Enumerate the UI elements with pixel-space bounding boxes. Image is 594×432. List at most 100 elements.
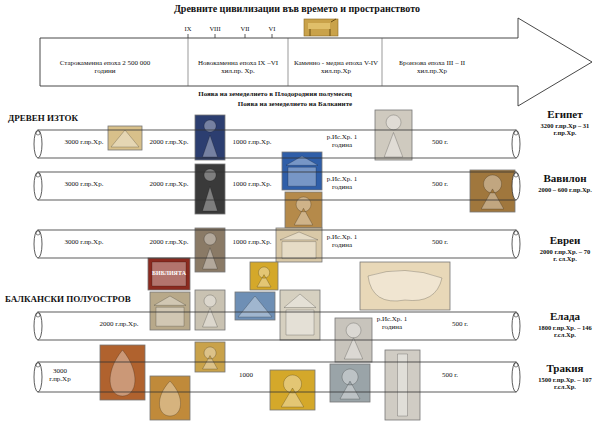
scroll-roll bbox=[34, 362, 42, 392]
photo-frame bbox=[235, 292, 275, 320]
year-label: 2000 г.пр.Хр. bbox=[145, 239, 193, 247]
photo-detail bbox=[398, 354, 408, 416]
year-label: 1000 bbox=[230, 372, 262, 380]
photo-frame bbox=[276, 228, 322, 262]
era-text: Бронзова епоха III – II хил.пр.Хр bbox=[386, 60, 478, 75]
photo-detail bbox=[340, 369, 360, 399]
photo bbox=[360, 262, 450, 310]
photo bbox=[330, 364, 370, 402]
scroll-curl bbox=[36, 231, 40, 235]
photo bbox=[235, 292, 275, 320]
photo bbox=[195, 228, 225, 272]
year-label: 500 г. bbox=[420, 181, 460, 189]
scroll-roll bbox=[34, 130, 42, 158]
year-label: 3000 г.пр.Хр. bbox=[60, 239, 108, 247]
timeline-scroll: 3000 г.пр.Хр.2000 г.пр.Хр.1000 г.пр.Хр.р… bbox=[30, 172, 592, 200]
photo-frame bbox=[150, 292, 190, 330]
timeline-scroll: 3000 г.пр.Хр1000500 г.Тракия1500 г.пр.Хр… bbox=[30, 362, 592, 392]
photo bbox=[276, 228, 322, 262]
book-title: БИБЛИЯТА bbox=[148, 270, 190, 277]
year-label: 2000 г.пр.Хр. bbox=[145, 181, 193, 189]
year-label: р.Ис.Хр. 1 година bbox=[325, 134, 359, 149]
photo-frame bbox=[250, 262, 278, 290]
civilization-name: Евреи bbox=[538, 234, 592, 246]
timeline-scroll: 3000 г.пр.Хр.2000 г.пр.Хр.1000 г.пр.Хр.р… bbox=[30, 230, 592, 258]
scroll-body bbox=[38, 130, 516, 158]
photo bbox=[195, 290, 225, 330]
civilization-dates: 1800 г.пр.Хр. – 146 г.сл.Хр. bbox=[538, 324, 592, 338]
civilization-dates: 2000 г.пр.Хр. – 70 г. сл.Хр. bbox=[538, 248, 592, 262]
photo bbox=[150, 292, 190, 330]
scroll-outline bbox=[30, 362, 592, 392]
photo-detail bbox=[203, 169, 218, 211]
photo bbox=[280, 290, 320, 340]
year-label: 500 г. bbox=[430, 372, 470, 380]
year-label: 500 г. bbox=[440, 321, 480, 329]
photo-frame bbox=[285, 192, 322, 228]
era-divider bbox=[382, 38, 383, 86]
photo-detail bbox=[368, 270, 442, 301]
era-text: Новокаменна епоха IX –VI хил.пр. Хр. bbox=[192, 60, 284, 75]
photo bbox=[195, 164, 225, 214]
scroll-roll bbox=[512, 172, 520, 200]
year-label: 2000 г.пр.Хр. bbox=[95, 321, 143, 329]
scroll-outline bbox=[30, 230, 592, 258]
photo bbox=[195, 342, 225, 372]
photo-detail bbox=[110, 350, 135, 396]
scroll-curl bbox=[514, 173, 518, 177]
civilization-dates: 3200 г.пр.Хр – 31 г.пр.Хр. bbox=[538, 122, 592, 136]
scroll-curl bbox=[514, 231, 518, 235]
scroll-roll bbox=[34, 172, 42, 200]
scroll-outline bbox=[30, 172, 592, 200]
photo-detail bbox=[481, 175, 504, 209]
photo-frame bbox=[375, 110, 412, 160]
civilization-name: Вавилон bbox=[538, 172, 592, 184]
photo-frame bbox=[360, 262, 450, 310]
photo bbox=[385, 350, 420, 420]
photo-frame bbox=[148, 258, 190, 290]
scroll-curl bbox=[36, 363, 40, 367]
arrow-shape bbox=[40, 18, 592, 106]
photo-frame bbox=[195, 115, 225, 160]
title: Древните цивилизации във времето и прост… bbox=[0, 3, 594, 14]
scroll-roll bbox=[512, 130, 520, 158]
photo-frame bbox=[385, 350, 420, 420]
civilization-name: Египет bbox=[538, 108, 592, 120]
photo-frame bbox=[470, 170, 515, 212]
photo bbox=[285, 192, 322, 228]
era-tick: IX bbox=[178, 25, 198, 32]
photo-detail bbox=[286, 156, 318, 186]
year-label: 3000 г.пр.Хр. bbox=[60, 181, 108, 189]
photo-frame bbox=[150, 376, 190, 420]
era-text: Каменно - медна епоха V-IV хил.пр.Хр bbox=[290, 60, 382, 75]
civilization-name: Елада bbox=[538, 310, 592, 322]
year-label: 500 г. bbox=[420, 139, 460, 147]
photo-detail bbox=[203, 120, 218, 157]
year-label: 500 г. bbox=[420, 239, 460, 247]
photo-detail bbox=[294, 197, 313, 225]
photo bbox=[250, 262, 278, 290]
photo-detail bbox=[111, 130, 139, 147]
scroll-curl bbox=[36, 313, 40, 317]
year-label: 3000 г.пр.Хр bbox=[44, 368, 76, 383]
scroll-curl bbox=[36, 173, 40, 177]
photo-detail bbox=[344, 323, 363, 359]
scroll-roll bbox=[34, 312, 42, 340]
photo-frame bbox=[195, 228, 225, 272]
scroll-body bbox=[38, 230, 516, 258]
era-divider bbox=[188, 38, 189, 86]
photo-detail bbox=[203, 233, 218, 269]
photo-detail bbox=[257, 267, 271, 287]
scroll-curl bbox=[514, 363, 518, 367]
year-label: р.Ис.Хр. 1 година bbox=[325, 176, 359, 191]
photo bbox=[470, 170, 515, 212]
photo-collage bbox=[100, 110, 515, 420]
photo bbox=[195, 115, 225, 160]
era-tick: VIII bbox=[205, 25, 225, 32]
photo-detail bbox=[203, 295, 218, 327]
photo-frame bbox=[195, 342, 225, 372]
scroll-curl bbox=[514, 313, 518, 317]
scroll-roll bbox=[34, 230, 42, 258]
photo bbox=[270, 370, 315, 410]
scroll-curl bbox=[36, 131, 40, 135]
